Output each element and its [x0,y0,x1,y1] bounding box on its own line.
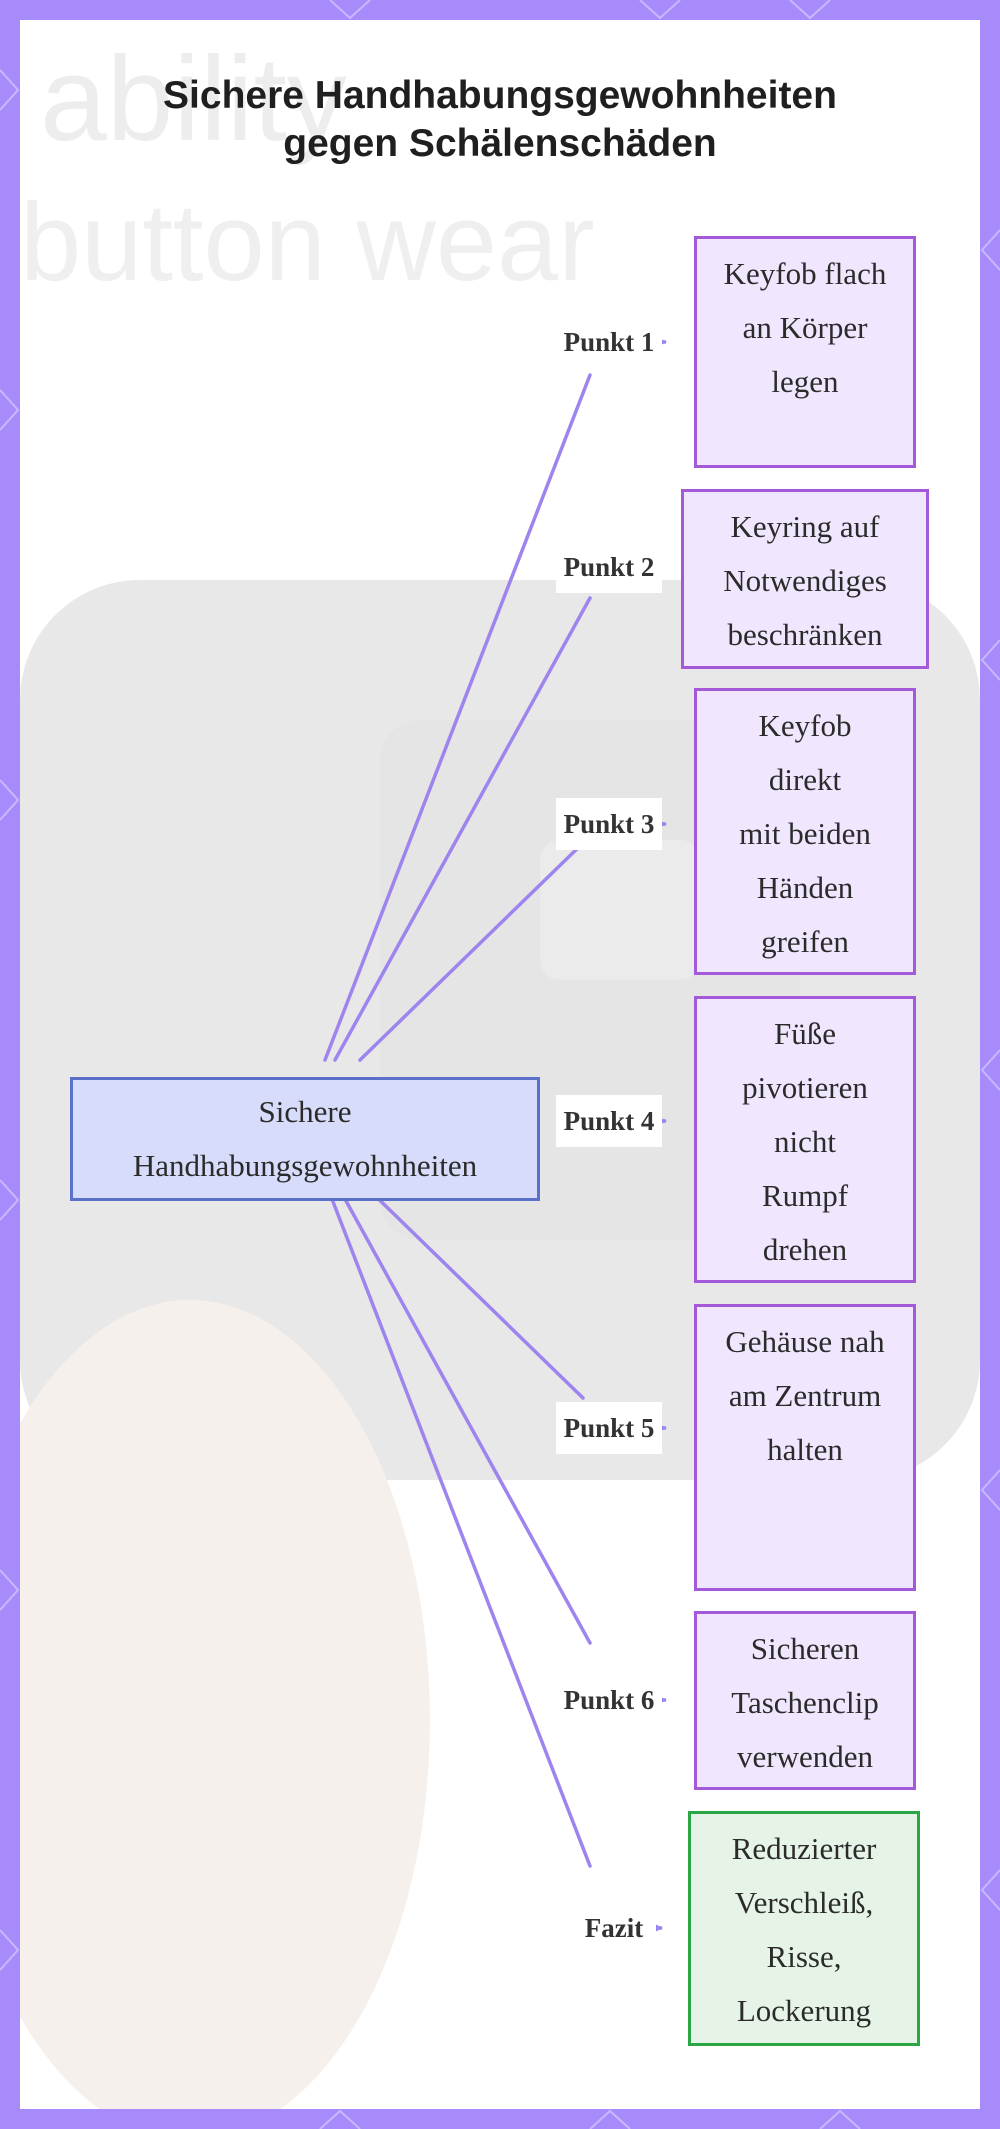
node-punkt-6-line: verwenden [737,1730,873,1784]
node-punkt-6-line: Taschenclip [731,1676,879,1730]
edge-label-punkt-4: Punkt 4 [556,1095,662,1147]
node-punkt-4-line: Rumpf [762,1169,848,1223]
node-punkt-4-line: drehen [763,1223,847,1277]
edge-label-punkt-5: Punkt 5 [556,1402,662,1454]
node-fazit-line: Risse, [767,1930,842,1984]
node-punkt-3-line: greifen [761,915,849,969]
node-fazit: Reduzierter Verschleiß, Risse, Lockerung [688,1811,920,2046]
node-punkt-5-line: Gehäuse nah [725,1315,884,1369]
edge-label-fazit: Fazit [572,1902,656,1954]
node-fazit-line: Lockerung [737,1984,871,2038]
node-punkt-1-line: legen [771,355,838,409]
node-punkt-4: Füße pivotieren nicht Rumpf drehen [694,996,916,1283]
edge-label-punkt-6: Punkt 6 [556,1674,662,1726]
edge-fazit [325,1181,590,1866]
node-punkt-1-line: Keyfob flach [724,247,887,301]
node-punkt-6-line: Sicheren [751,1622,859,1676]
node-punkt-1: Keyfob flach an Körper legen [694,236,916,468]
node-fazit-line: Verschleiß, [735,1876,874,1930]
node-punkt-4-line: nicht [774,1115,836,1169]
node-fazit-line: Reduzierter [732,1822,877,1876]
node-punkt-2-line: Notwendiges [723,554,887,608]
node-punkt-5-line: halten [767,1423,843,1477]
edge-punkt-6 [335,1181,590,1643]
edge-label-punkt-1: Punkt 1 [556,316,662,368]
edge-label-punkt-2: Punkt 2 [556,541,662,593]
center-line-2: Handhabungsgewohnheiten [133,1139,477,1193]
node-punkt-5-line: am Zentrum [729,1369,881,1423]
node-punkt-2-line: beschränken [728,608,883,662]
edge-label-punkt-3: Punkt 3 [556,798,662,850]
edge-punkt-1 [325,375,590,1060]
node-punkt-3: Keyfob direkt mit beiden Händen greifen [694,688,916,975]
node-punkt-3-line: Keyfob [759,699,852,753]
center-node: Sichere Handhabungsgewohnheiten [70,1077,540,1201]
diagram-panel: ability button wear Sichere Handhabungsg… [20,20,980,2109]
node-punkt-6: Sicheren Taschenclip verwenden [694,1611,916,1790]
node-punkt-5: Gehäuse nah am Zentrum halten [694,1304,916,1591]
node-punkt-2-line: Keyring auf [731,500,880,554]
center-line-1: Sichere [259,1085,352,1139]
node-punkt-3-line: Händen [757,861,853,915]
edge-punkt-2 [335,598,590,1060]
node-punkt-2: Keyring auf Notwendiges beschränken [681,489,929,669]
node-punkt-3-line: mit beiden [739,807,871,861]
node-punkt-3-line: direkt [769,753,841,807]
node-punkt-1-line: an Körper [743,301,868,355]
node-punkt-4-line: pivotieren [742,1061,868,1115]
node-punkt-4-line: Füße [774,1007,836,1061]
